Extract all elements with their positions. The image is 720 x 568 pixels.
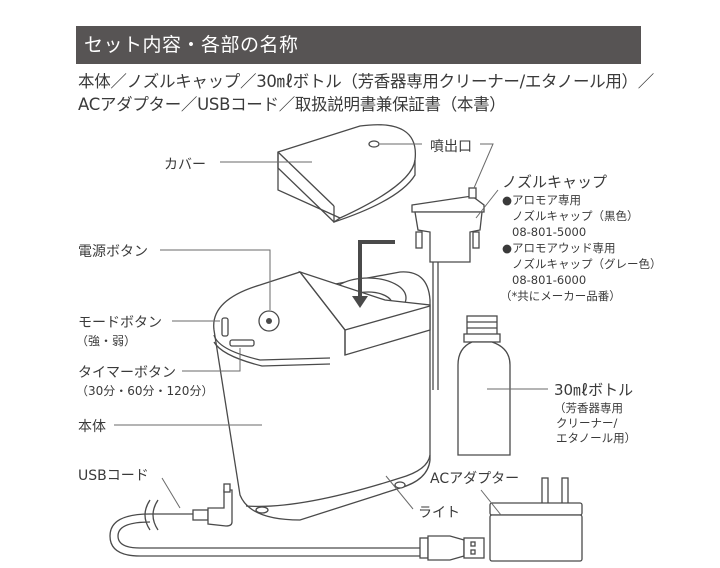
- nozzle-part-2: 08-801-6000: [512, 273, 587, 287]
- bottle-illustration: [457, 315, 511, 456]
- label-usb-cord: USBコード: [78, 468, 149, 484]
- ac-adapter-illustration: [489, 477, 583, 562]
- label-mode-button: モードボタン: [78, 315, 162, 331]
- label-outlet: 噴出口: [430, 139, 472, 155]
- leader-lines: [114, 143, 548, 516]
- label-bottle-note-2: クリーナー/: [556, 416, 618, 430]
- label-bottle-note-3: エタノール用）: [556, 431, 637, 445]
- label-light: ライト: [418, 505, 460, 521]
- label-timer-button: タイマーボタン: [78, 365, 176, 381]
- nozzle-name-1: ノズルキャップ（黒色）: [512, 209, 639, 223]
- nozzle-name-2: ノズルキャップ（グレー色）: [512, 257, 662, 271]
- nozzle-part-1: 08-801-5000: [512, 225, 587, 239]
- label-nozzle-cap: ノズルキャップ: [502, 173, 608, 191]
- label-body: 本体: [78, 419, 106, 435]
- label-timer-note: （30分・60分・120分）: [76, 384, 214, 398]
- section-title: セット内容・各部の名称: [76, 26, 641, 64]
- main-body-illustration: [213, 270, 431, 521]
- label-bottle-note-1: （芳香器専用: [554, 401, 623, 415]
- nozzle-model-1: ●アロモア専用: [502, 193, 582, 207]
- contents-list: 本体／ノズルキャップ／30㎖ボトル（芳香器専用クリーナー/エタノール用）／ AC…: [78, 70, 654, 116]
- label-mode-note: （強・弱）: [76, 334, 137, 348]
- label-cover: カバー: [164, 157, 206, 173]
- label-bottle: 30㎖ボトル: [554, 381, 634, 399]
- label-ac-adapter: ACアダプター: [430, 471, 520, 487]
- contents-line-1: 本体／ノズルキャップ／30㎖ボトル（芳香器専用クリーナー/エタノール用）／: [78, 72, 654, 91]
- nozzle-footnote: （*共にメーカー品番）: [500, 289, 621, 303]
- label-power-button: 電源ボタン: [78, 244, 148, 260]
- contents-line-2: ACアダプター／USBコード／取扱説明書兼保証書（本書）: [78, 95, 506, 114]
- insert-arrow: [352, 240, 395, 308]
- cover-illustration: [277, 124, 416, 223]
- nozzle-model-2: ●アロモアウッド専用: [502, 241, 616, 255]
- usb-cord-illustration: [109, 483, 485, 561]
